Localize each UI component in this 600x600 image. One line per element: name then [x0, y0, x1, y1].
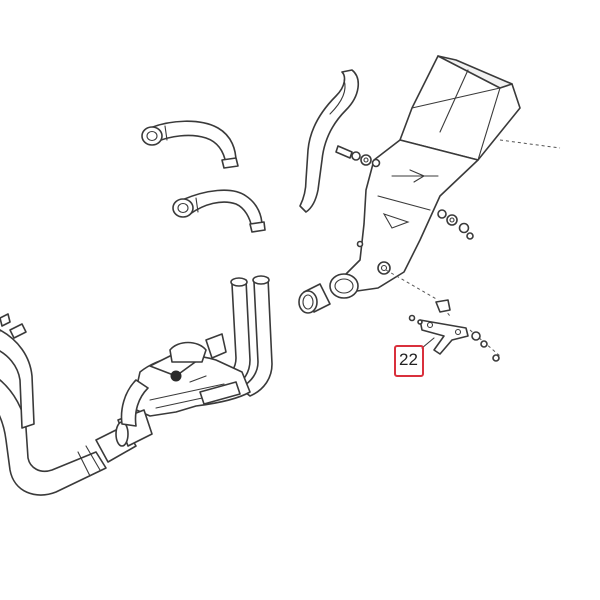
bolt-set-upper	[335, 145, 381, 168]
gasket-sleeve	[298, 283, 331, 314]
muffler	[399, 55, 561, 161]
callout-leader-22	[421, 337, 435, 349]
crossover-pipe	[120, 379, 241, 427]
bracket-part-22	[408, 299, 500, 362]
callout-22-highlight[interactable]	[394, 345, 424, 377]
link-pipe-body	[329, 139, 479, 299]
lower-coolant-hose	[172, 189, 266, 233]
upper-coolant-hose	[141, 120, 239, 169]
collector-assembly	[131, 333, 251, 417]
bolt-set-right	[437, 209, 474, 240]
heat-shield-strip	[299, 69, 359, 213]
callout-22-label: 22	[399, 350, 418, 369]
